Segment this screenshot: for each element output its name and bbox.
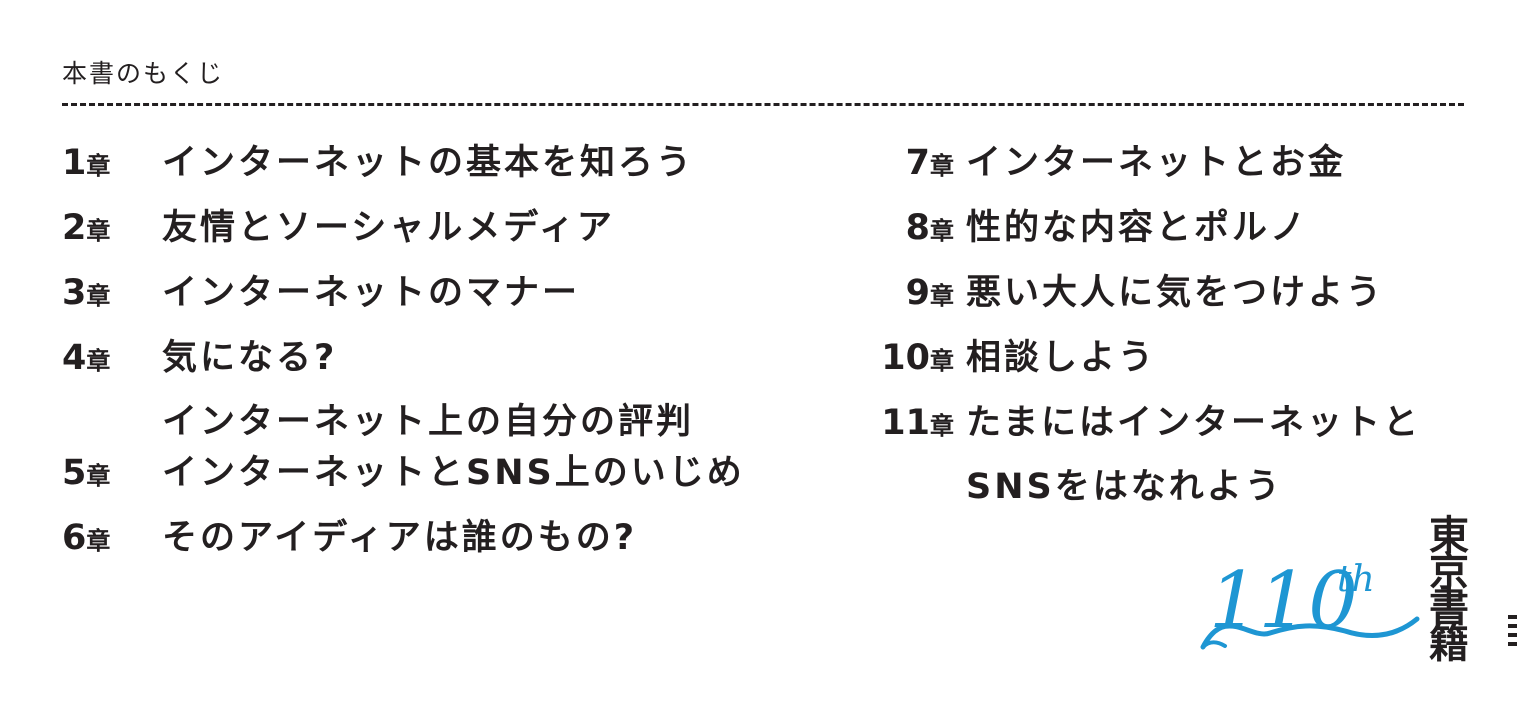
wave-icon (1200, 616, 1420, 650)
chapter-suffix: 章 (930, 347, 954, 375)
publisher-name: 東京書籍 (1429, 513, 1469, 667)
chapter-suffix: 章 (930, 282, 954, 310)
chapter-title: 相談しよう (966, 338, 1157, 378)
chapter-number: 9 (905, 273, 930, 313)
chapter-suffix: 章 (86, 217, 111, 245)
chapter-suffix: 章 (930, 412, 954, 440)
chapter-suffix: 章 (930, 217, 954, 245)
chapter-number: 1 (62, 143, 87, 183)
chapter-number: 8 (905, 208, 930, 248)
chapter-title: 気になる? インターネット上の自分の評判 (162, 338, 695, 442)
chapter-suffix: 章 (86, 347, 111, 375)
cropped-glyph (1508, 615, 1517, 651)
chapter-title: インターネットとお金 (966, 143, 1347, 183)
chapter-title: 性的な内容とポルノ (966, 208, 1309, 248)
chapter-number: 3 (62, 273, 87, 313)
chapter-suffix: 章 (86, 527, 111, 555)
chapter-number: 5 (62, 453, 87, 493)
toc-heading: 本書のもくじ (62, 59, 225, 88)
chapter-suffix: 章 (86, 462, 111, 490)
chapter-suffix: 章 (86, 282, 111, 310)
chapter-number: 6 (62, 518, 87, 558)
chapter-title: たまにはインターネットと SNSをはなれよう (966, 403, 1421, 507)
chapter-number: 2 (62, 208, 87, 248)
chapter-title: 友情とソーシャルメディア (162, 208, 615, 248)
chapter-suffix: 章 (930, 152, 954, 180)
anniversary-logo: 110 th (1200, 556, 1420, 650)
chapter-number: 10 (881, 338, 930, 378)
dashed-divider (62, 103, 1464, 106)
chapter-title: そのアイディアは誰のもの? (162, 518, 638, 558)
chapter-number: 4 (62, 338, 87, 378)
wave-icon-inner (1201, 640, 1227, 649)
chapter-title: 悪い大人に気をつけよう (966, 273, 1385, 313)
logo-suffix: th (1337, 559, 1375, 600)
chapter-title: インターネットとSNS上のいじめ (162, 453, 745, 493)
logo-number: 110 (1209, 556, 1358, 646)
chapter-number: 11 (881, 403, 930, 443)
chapter-title: インターネットのマナー (162, 273, 581, 313)
chapter-number: 7 (905, 143, 930, 183)
chapter-title: インターネットの基本を知ろう (162, 143, 695, 183)
chapter-suffix: 章 (86, 152, 111, 180)
